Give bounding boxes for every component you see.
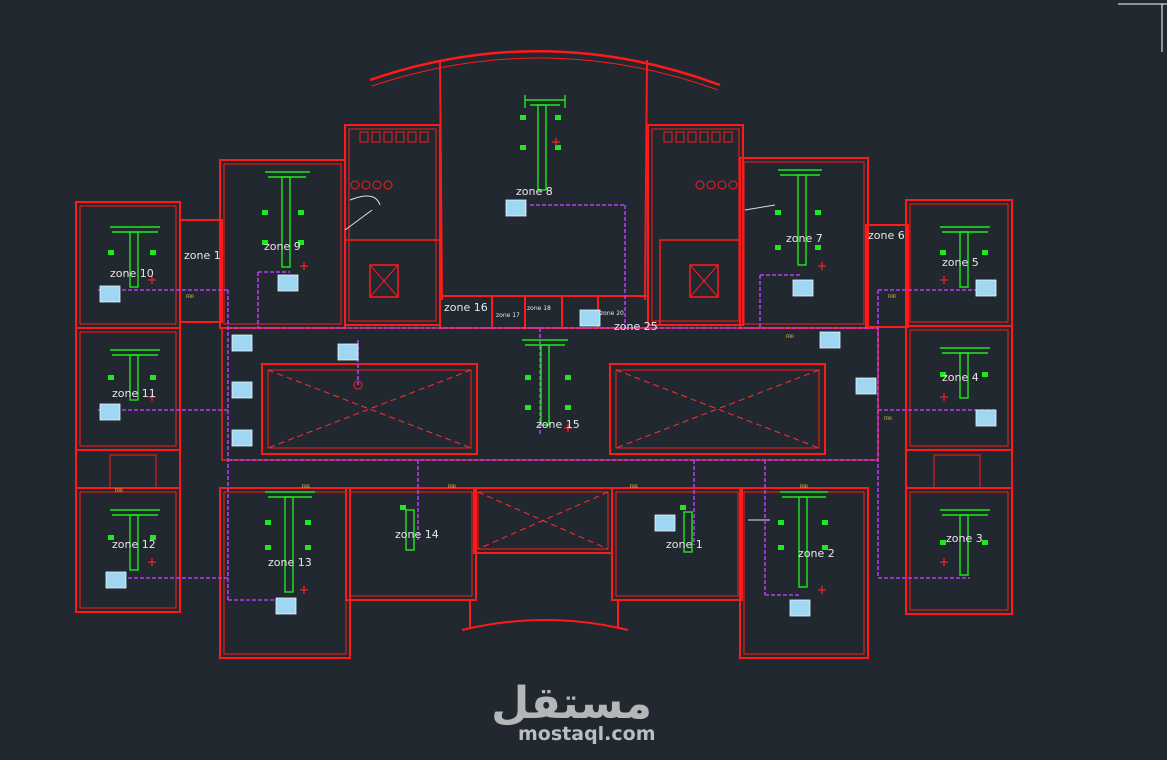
zone-label-2: zone 2: [798, 547, 835, 560]
zone-label-7: zone 7: [786, 232, 823, 245]
mostaql-watermark: مستقل mostaql.com: [491, 678, 655, 745]
zone-label-20: zone 20: [600, 310, 624, 317]
tag-frr: FRR: [115, 488, 123, 493]
tag-frr: FRR: [786, 334, 794, 339]
ceiling-diffusers: [108, 115, 988, 550]
watermark-url: mostaql.com: [518, 723, 656, 745]
zone-label-12: zone 12: [112, 538, 156, 551]
atrium-openings: [267, 369, 820, 550]
zone-label-1: zone 1: [666, 538, 703, 551]
tag-frr: FRR: [800, 484, 808, 489]
control-panels[interactable]: [99, 199, 997, 617]
zone-label-1-upper: zone 1: [184, 249, 221, 262]
tag-frr: FRR: [186, 294, 194, 299]
zone-label-16: zone 16: [444, 301, 488, 314]
zone-label-4: zone 4: [942, 371, 979, 384]
zone-label-18: zone 18: [527, 305, 551, 312]
viewcube-corner[interactable]: [1118, 3, 1167, 52]
zone-label-13: zone 13: [268, 556, 312, 569]
zone-label-15: zone 15: [536, 418, 580, 431]
zone-label-14: zone 14: [395, 528, 439, 541]
zone-label-9: zone 9: [264, 240, 301, 253]
zone-label-17: zone 17: [496, 312, 520, 319]
zone-label-25: zone 25: [614, 320, 658, 333]
zone-labels: zone 1 zone 2 zone 3 zone 4 zone 5 zone …: [110, 185, 983, 569]
tag-frr: FRR: [448, 484, 456, 489]
restroom-fixtures: [350, 131, 738, 190]
zone-label-10: zone 10: [110, 267, 154, 280]
zone-label-6: zone 6: [868, 229, 905, 242]
zone-label-3: zone 3: [946, 532, 983, 545]
zone-label-11: zone 11: [112, 387, 156, 400]
thermostat-markers: [148, 138, 948, 594]
tag-frr: FRR: [302, 484, 310, 489]
zone-label-5: zone 5: [942, 256, 979, 269]
equipment-tags: FRR FRR FRR FRR FRR FRR FRR FRR FRR: [115, 294, 896, 493]
tag-frr: FRR: [630, 484, 638, 489]
tag-frr: FRR: [884, 416, 892, 421]
tag-frr: FRR: [888, 294, 896, 299]
restroom-white-lines: [344, 195, 776, 521]
supply-ducts: [110, 95, 990, 593]
riser-marker: [353, 380, 363, 390]
zone-label-8: zone 8: [516, 185, 553, 198]
watermark-arabic: مستقل: [491, 678, 652, 729]
